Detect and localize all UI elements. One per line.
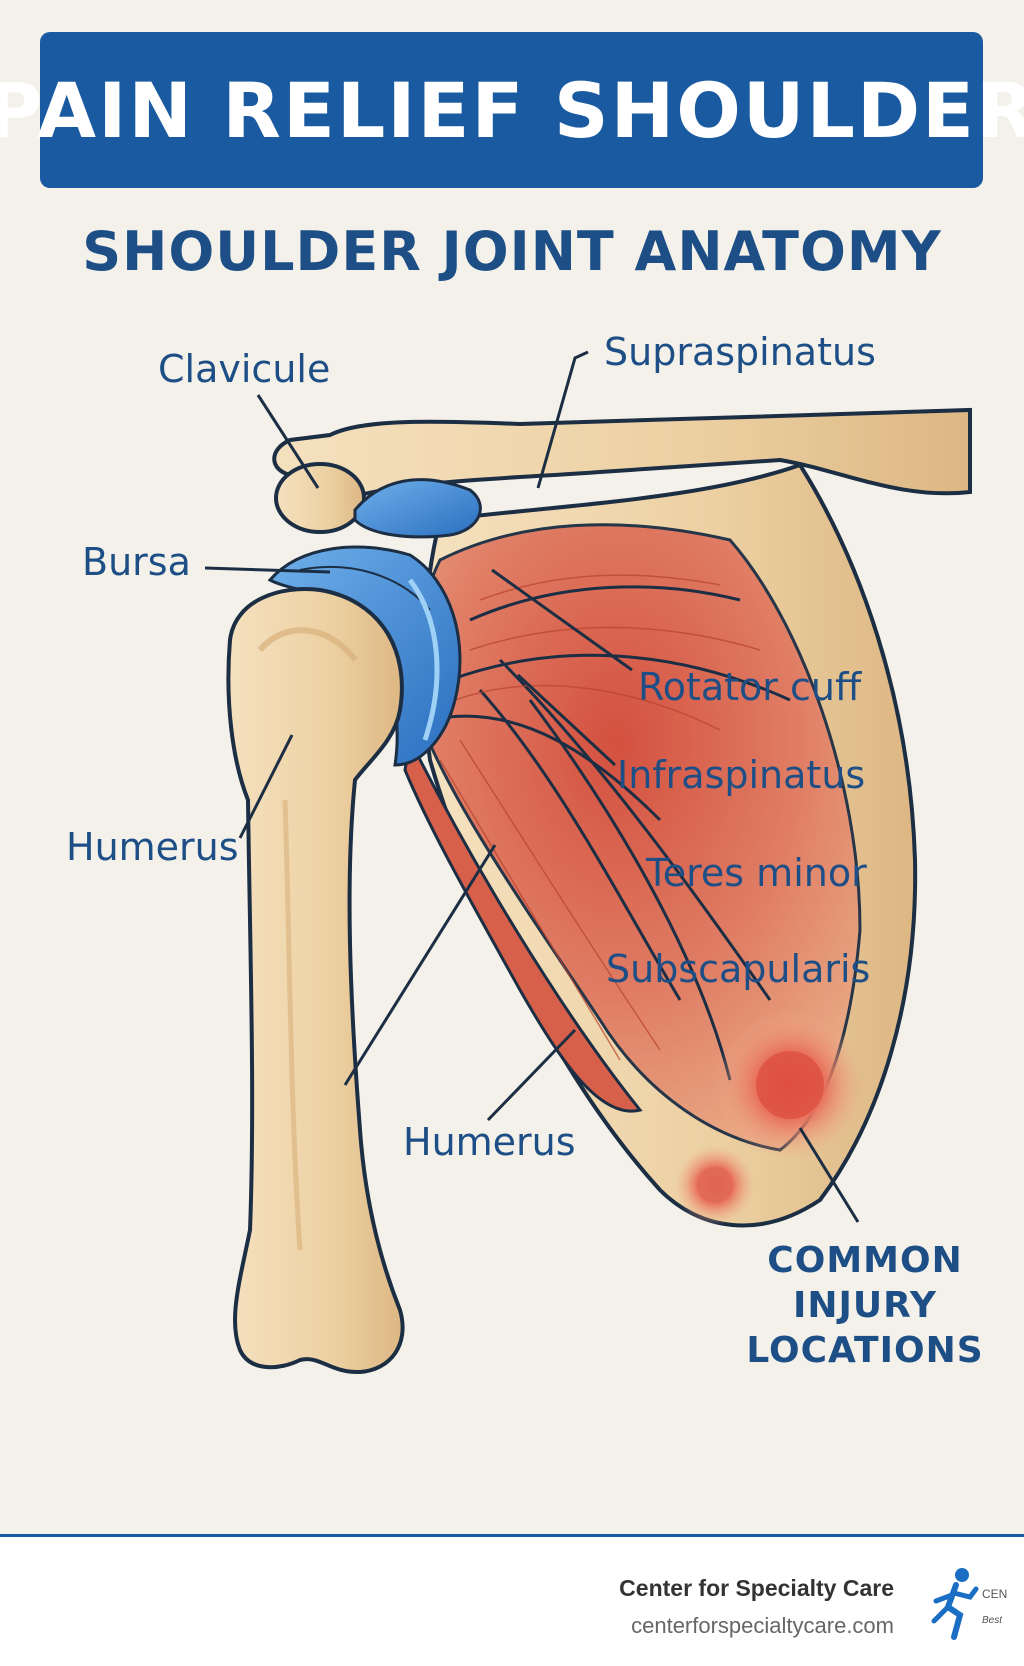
leader-humerus-middle — [343, 844, 497, 1086]
organization-name: Center for Specialty Care — [619, 1575, 894, 1601]
label-supraspinatus: Supraspinatus — [604, 330, 876, 374]
leader-injury — [798, 1127, 860, 1223]
title-banner: PAIN RELIEF SHOULDER — [0, 32, 1024, 188]
muscle-striations — [439, 574, 761, 1061]
leader-humerus-upper — [238, 734, 294, 839]
leader-clavicule — [256, 394, 320, 489]
muscle-fibres — [429, 585, 791, 1081]
footer-divider — [0, 1534, 1024, 1537]
teres-muscle-band — [403, 735, 643, 1113]
leader-rotator-cuff — [491, 568, 633, 672]
label-bursa: Bursa — [82, 540, 191, 584]
bursa-upper — [353, 478, 482, 539]
page-subtitle: SHOULDER JOINT ANATOMY — [82, 220, 942, 283]
logo-text: CEN — [982, 1587, 1008, 1601]
label-humerus-upper: Humerus — [66, 825, 239, 869]
leader-lines — [204, 350, 860, 1223]
label-teres-minor: Teres minor — [646, 851, 867, 895]
label-humerus-lower: Humerus — [403, 1120, 576, 1164]
runner-logo-icon: CEN Best — [926, 1565, 1024, 1645]
label-clavicule: Clavicule — [158, 347, 331, 391]
logo-tagline: Best — [982, 1615, 1003, 1626]
leader-supraspinatus — [536, 350, 589, 489]
label-subscapularis: Subscapularis — [606, 947, 871, 991]
page-title: PAIN RELIEF SHOULDER — [0, 65, 1024, 155]
website-link[interactable]: centerforspecialtycare.com — [631, 1613, 894, 1638]
label-infraspinatus: Infraspinatus — [617, 753, 866, 797]
label-rotator-cuff: Rotator cuff — [638, 665, 862, 709]
leader-infraspinatus — [516, 673, 617, 767]
clavicle-end — [274, 462, 366, 534]
humerus-bone — [226, 587, 405, 1375]
leader-humerus-lower — [486, 1028, 577, 1122]
label-common-injury-locations: COMMON INJURY LOCATIONS — [746, 1240, 984, 1371]
shoulder-anatomy-illustration — [204, 350, 972, 1375]
injury-spot-large-core — [756, 1051, 824, 1119]
footer: Center for Specialty Care centerforspeci… — [0, 1537, 1024, 1666]
injury-spot-small-core — [697, 1167, 733, 1203]
leader-bursa — [204, 566, 331, 574]
